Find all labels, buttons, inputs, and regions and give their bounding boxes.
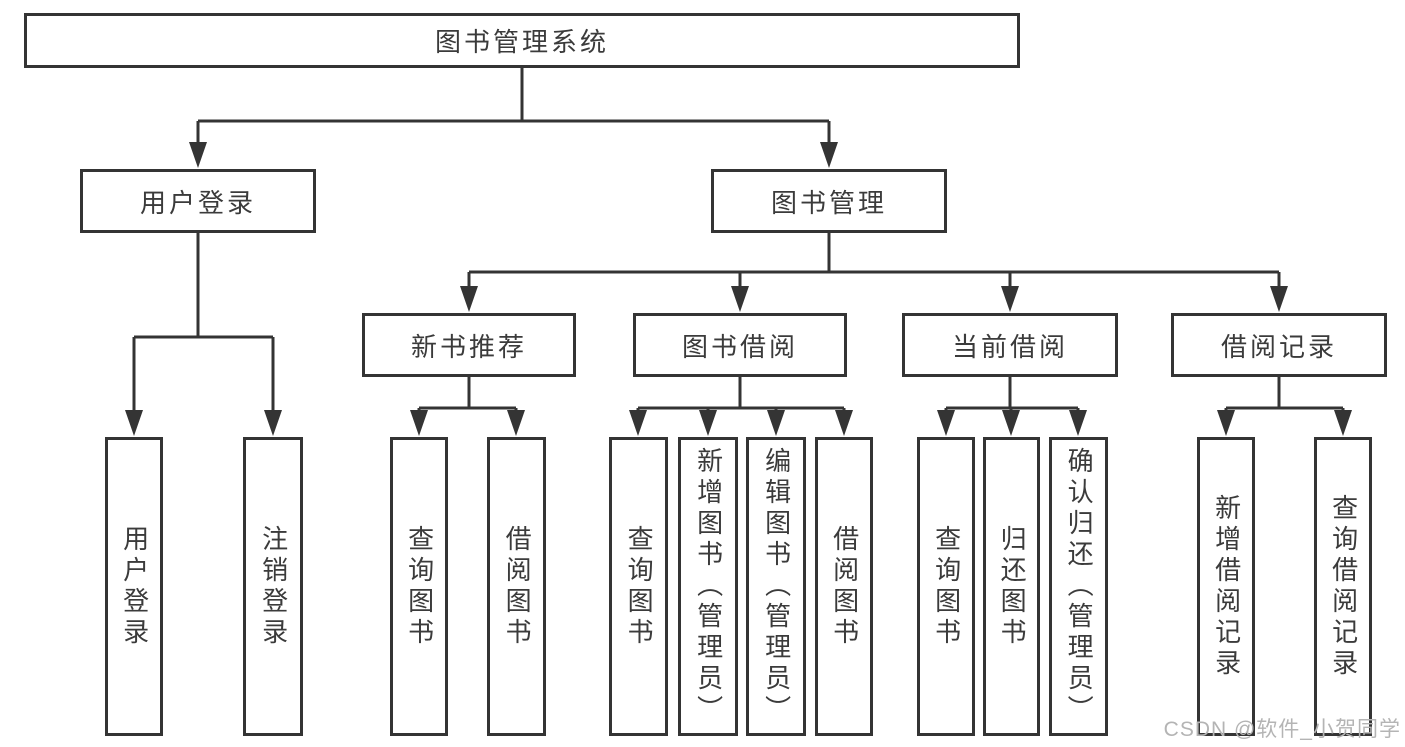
leaf-edit-book-admin: 编辑图书（管理员） bbox=[746, 437, 806, 736]
node-book-management: 图书管理 bbox=[711, 169, 947, 233]
node-new-book-recommend: 新书推荐 bbox=[362, 313, 576, 377]
leaf-add-borrow-record: 新增借阅记录 bbox=[1197, 437, 1255, 736]
node-user-login: 用户登录 bbox=[80, 169, 316, 233]
leaf-query-books-recommend: 查询图书 bbox=[390, 437, 448, 736]
leaf-return-books: 归还图书 bbox=[983, 437, 1040, 736]
leaf-query-books-borrow: 查询图书 bbox=[609, 437, 668, 736]
leaf-confirm-return-admin: 确认归还（管理员） bbox=[1049, 437, 1108, 736]
leaf-borrow-books-recommend: 借阅图书 bbox=[487, 437, 546, 736]
node-borrow-records: 借阅记录 bbox=[1171, 313, 1387, 377]
leaf-logout: 注销登录 bbox=[243, 437, 303, 736]
node-library-system: 图书管理系统 bbox=[24, 13, 1020, 68]
node-current-borrow: 当前借阅 bbox=[902, 313, 1118, 377]
leaf-user-login: 用户登录 bbox=[105, 437, 163, 736]
csdn-watermark: CSDN @软件_小贺同学 bbox=[1163, 718, 1401, 741]
leaf-query-borrow-record: 查询借阅记录 bbox=[1314, 437, 1372, 736]
leaf-borrow-books-borrow: 借阅图书 bbox=[815, 437, 873, 736]
node-book-borrow: 图书借阅 bbox=[633, 313, 847, 377]
leaf-query-books-current: 查询图书 bbox=[917, 437, 975, 736]
leaf-add-book-admin: 新增图书（管理员） bbox=[678, 437, 738, 736]
